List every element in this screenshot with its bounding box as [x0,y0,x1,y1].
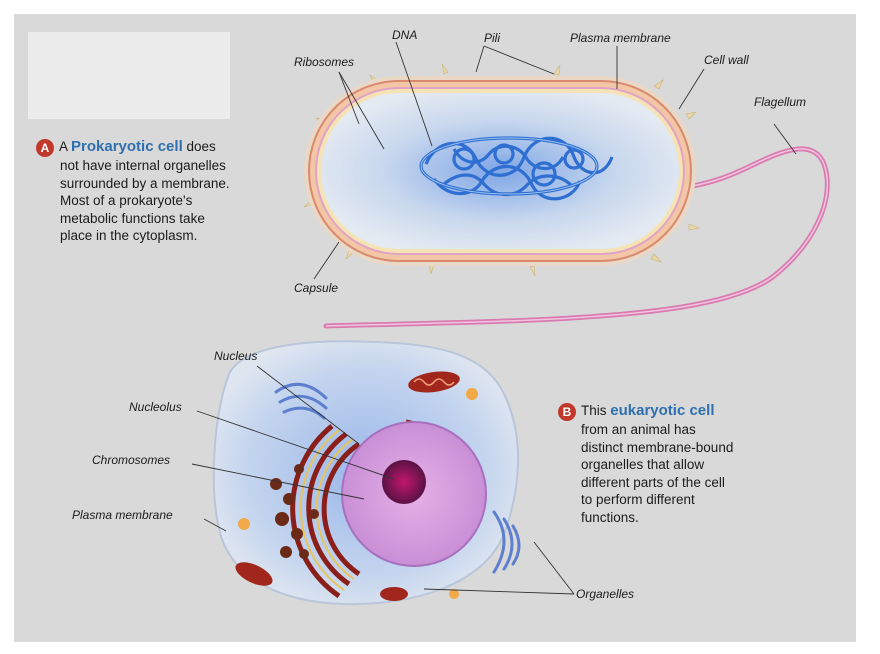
eukaryote-label-group: Nucleus Nucleolus Chromosomes Plasma mem… [72,349,634,601]
label-organelles: Organelles [576,587,634,601]
label-flagellum: Flagellum [754,95,806,109]
golgi-top [274,382,328,420]
label-nucleus: Nucleus [214,349,257,363]
label-capsule: Capsule [294,281,338,295]
cytoplasm [321,93,679,249]
blank-label-box [28,32,230,119]
vesicles [238,388,478,599]
badge-b: B [558,403,576,421]
cell-diagram: Ribosomes DNA Pili Plasma membrane Cell … [72,28,830,606]
mitochondria [235,371,460,601]
ribosomes-eukaryote [270,464,319,559]
label-plasma-membrane-eukaryote: Plasma membrane [72,508,173,522]
label-ribosomes: Ribosomes [294,55,354,69]
leader-lines [191,41,797,595]
term-prokaryotic-cell: Prokaryotic cell [71,138,183,155]
term-eukaryotic-cell: eukaryotic cell [610,402,715,419]
label-dna: DNA [392,28,417,42]
prokaryotic-cell [303,63,830,329]
label-pili: Pili [484,31,500,45]
label-plasma-membrane-prokaryote: Plasma membrane [570,31,671,45]
diagram-canvas: Ribosomes DNA Pili Plasma membrane Cell … [14,14,856,642]
label-cell-wall: Cell wall [704,53,749,67]
eukaryotic-cell [212,340,521,606]
nucleolus [382,460,426,504]
prokaryote-label-group: Ribosomes DNA Pili Plasma membrane Cell … [294,28,806,295]
label-chromosomes: Chromosomes [92,453,170,467]
golgi-right [492,510,521,574]
badge-a: A [36,139,54,157]
label-nucleolus: Nucleolus [129,400,182,414]
